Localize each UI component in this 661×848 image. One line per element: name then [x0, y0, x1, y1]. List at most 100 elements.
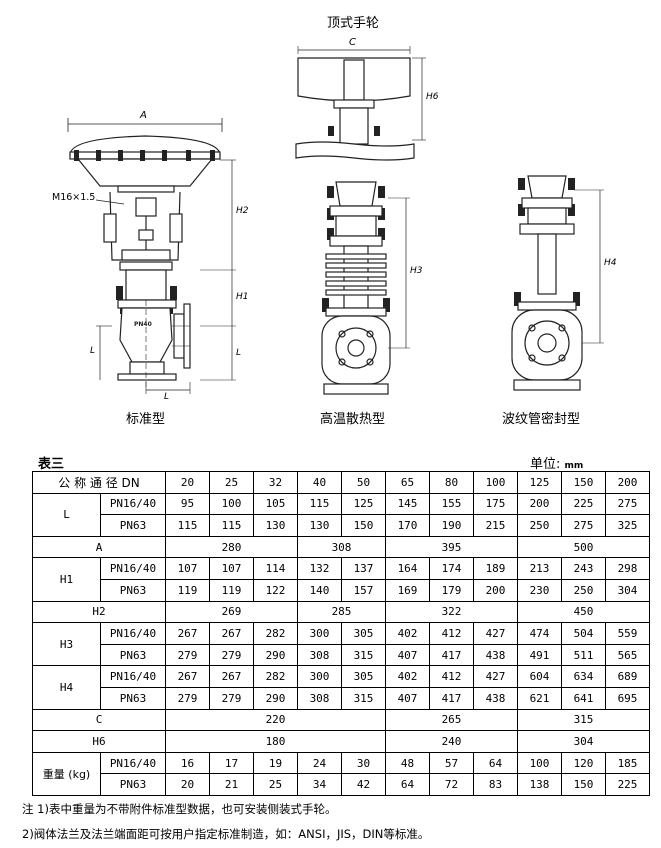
table-cell: 565 [605, 643, 650, 667]
pn-label: PN63 [100, 643, 166, 667]
table-cell: 285 [297, 600, 386, 624]
table-cell: 695 [605, 686, 650, 710]
table-cell: 279 [165, 686, 210, 710]
table-cell: 438 [473, 643, 518, 667]
pn-label: PN16/40 [100, 665, 166, 688]
dim-h4-label: H4 [604, 258, 617, 268]
table-cell: 72 [429, 773, 474, 796]
table-cell: 230 [517, 578, 562, 602]
table-cell: 689 [605, 665, 650, 688]
unit-text: 单位: [530, 457, 561, 472]
table-cell: 119 [209, 578, 254, 602]
table-cell: 417 [429, 643, 474, 667]
table-cell: 179 [429, 578, 474, 602]
table-cell: 122 [253, 578, 298, 602]
table-cell: 243 [561, 557, 606, 580]
note-1: 注 1)表中重量为不带附件标准型数据，也可安装侧装式手轮。 [22, 802, 337, 816]
table-cell: 125 [341, 492, 386, 516]
dn-value: 100 [473, 471, 518, 494]
table-cell: 42 [341, 773, 386, 796]
high-temp-valve-drawing [321, 181, 410, 395]
table-cell: 130 [253, 514, 298, 537]
table-cell: 304 [605, 578, 650, 602]
table-cell: 95 [165, 492, 210, 516]
table-cell: 107 [165, 557, 210, 580]
dim-h6-label: H6 [426, 92, 439, 102]
valve-drawings-svg: PN40 [67, 46, 604, 395]
pn-label: PN63 [100, 686, 166, 710]
table-cell: 265 [385, 708, 518, 732]
table-cell: 170 [385, 514, 430, 537]
table-cell: 64 [473, 751, 518, 775]
h4-label: H4 [32, 665, 101, 710]
caption-standard: 标准型 [126, 412, 166, 427]
dim-h1-label: H1 [236, 292, 249, 302]
pn-label: PN63 [100, 514, 166, 537]
table-cell: 137 [341, 557, 386, 580]
table-cell: 279 [165, 643, 210, 667]
table-cell: 120 [561, 751, 606, 775]
c-label: C [32, 708, 166, 732]
table-cell: 100 [209, 492, 254, 516]
dn-value: 32 [253, 471, 298, 494]
table-cell: 504 [561, 622, 606, 645]
table-cell: 155 [429, 492, 474, 516]
table-cell: 213 [517, 557, 562, 580]
table-cell: 200 [517, 492, 562, 516]
table-cell: 402 [385, 665, 430, 688]
svg-text:PN40: PN40 [134, 321, 152, 328]
pn-label: PN16/40 [100, 751, 166, 775]
table-cell: 220 [165, 708, 386, 732]
dn-value: 150 [561, 471, 606, 494]
table-cell: 250 [517, 514, 562, 537]
table-cell: 634 [561, 665, 606, 688]
table-cell: 200 [473, 578, 518, 602]
table-cell: 225 [605, 773, 650, 796]
table-cell: 132 [297, 557, 342, 580]
dim-h3-label: H3 [410, 266, 423, 276]
table-cell: 604 [517, 665, 562, 688]
dim-l-bottom-label: L [164, 392, 170, 402]
dim-l-right-label: L [236, 348, 242, 358]
table-cell: 325 [605, 514, 650, 537]
table-cell: 185 [605, 751, 650, 775]
table-cell: 267 [165, 622, 210, 645]
table-cell: 48 [385, 751, 430, 775]
table-cell: 290 [253, 686, 298, 710]
pn-label: PN16/40 [100, 622, 166, 645]
table-cell: 150 [561, 773, 606, 796]
h1-label: H1 [32, 557, 101, 602]
table-cell: 402 [385, 622, 430, 645]
pn-label: PN63 [100, 578, 166, 602]
table-cell: 57 [429, 751, 474, 775]
note-2: 2)阀体法兰及法兰端面距可按用户指定标准制造，如：ANSI，JIS，DIN等标准… [22, 827, 430, 841]
table-cell: 180 [165, 730, 386, 753]
table-cell: 298 [605, 557, 650, 580]
table-cell: 500 [517, 535, 650, 559]
table-cell: 559 [605, 622, 650, 645]
h2-label: H2 [32, 600, 166, 624]
table-cell: 114 [253, 557, 298, 580]
dn-header: 公 称 通 径 DN [32, 471, 166, 494]
table-cell: 119 [165, 578, 210, 602]
table-cell: 305 [341, 665, 386, 688]
pn-label: PN16/40 [100, 492, 166, 516]
table-cell: 407 [385, 686, 430, 710]
dim-h2-label: H2 [236, 206, 249, 216]
dn-value: 25 [209, 471, 254, 494]
table-cell: 279 [209, 686, 254, 710]
table-cell: 308 [297, 535, 386, 559]
bellows-valve-drawing [511, 175, 604, 391]
handwheel-drawing [295, 46, 426, 161]
table-cell: 315 [341, 686, 386, 710]
